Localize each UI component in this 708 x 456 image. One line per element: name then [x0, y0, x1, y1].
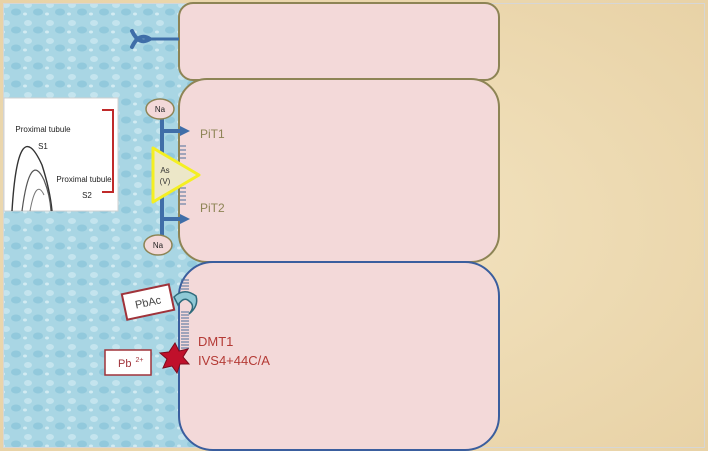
- pbac-receptor-icon: [173, 291, 198, 315]
- cell-middle: [178, 78, 500, 263]
- membrane-hatching: [181, 279, 189, 349]
- na-top-label: Na: [155, 105, 166, 114]
- pit1-transporter-icon: [162, 126, 190, 136]
- dmt1-label: DMT1: [198, 334, 233, 349]
- arsenate-triangle-icon: [151, 146, 201, 204]
- inset-label-s2-line1: Proximal tubule: [56, 175, 112, 184]
- arsenate-label-line2: (V): [160, 177, 171, 186]
- inset-label-s1-line2: S1: [38, 142, 48, 151]
- dmt1-variant-label: IVS4+44C/A: [198, 353, 270, 368]
- pbac-box: [120, 283, 176, 321]
- pbac-label: PbAc: [134, 294, 163, 311]
- inset-label-s1-line1: Proximal tubule: [15, 125, 71, 134]
- pit2-transporter-icon: [162, 214, 190, 224]
- receptor-icon: [130, 29, 179, 49]
- inset-label-s2-line2: S2: [82, 191, 92, 200]
- arsenate-label-line1: As: [160, 166, 169, 175]
- cell-top: [178, 2, 500, 81]
- na-bottom-ion: [143, 234, 173, 256]
- na-top-ion: [145, 98, 175, 120]
- inset-bracket: [102, 109, 114, 193]
- pit1-label: PiT1: [200, 127, 225, 141]
- membrane-hatching-upper: [180, 145, 186, 205]
- pit2-label: PiT2: [200, 201, 225, 215]
- dmt1-transporter-icon: [158, 342, 191, 375]
- proximal-tubule-inset: Proximal tubule S1 Proximal tubule S2: [3, 97, 119, 212]
- na-bottom-label: Na: [153, 241, 164, 250]
- pb-box: [104, 349, 152, 376]
